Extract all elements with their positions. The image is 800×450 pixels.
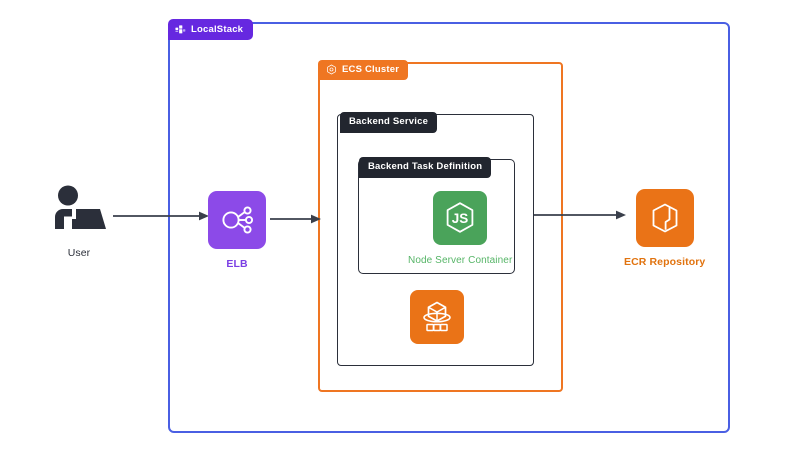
node-nodejs-label: Node Server Container: [408, 255, 513, 266]
node-user-label: User: [67, 247, 91, 259]
ecs-cluster-icon: [326, 64, 337, 75]
node-user: User: [48, 185, 110, 259]
nodejs-tile: JS: [433, 191, 488, 245]
localstack-label-text: LocalStack: [191, 23, 244, 35]
ecs-service-icon: [417, 297, 457, 337]
localstack-logo-icon: [175, 24, 186, 35]
elb-tile: [208, 191, 266, 249]
node-ecr-repository: ECR Repository: [624, 189, 705, 268]
localstack-boundary: [168, 22, 730, 433]
svg-text:JS: JS: [452, 211, 469, 226]
node-ecr-label: ECR Repository: [624, 256, 706, 268]
node-ecs-service: [410, 290, 464, 344]
backend-service-boundary-label: Backend Service: [340, 112, 438, 133]
nodejs-icon: JS: [442, 200, 478, 236]
task-definition-label-text: Backend Task Definition: [368, 161, 483, 172]
localstack-boundary-label: LocalStack: [168, 19, 254, 40]
ecs-cluster-boundary: [318, 62, 563, 392]
ecs-service-tile: [410, 290, 464, 344]
backend-service-label-text: Backend Service: [349, 116, 429, 127]
arrow-service-to-ecr: [534, 209, 626, 221]
task-definition-boundary-label: Backend Task Definition: [359, 157, 492, 178]
ecr-repository-icon: [647, 200, 683, 236]
node-nodejs-container: JS Node Server Container: [408, 191, 512, 266]
elastic-load-balancer-icon: [219, 202, 255, 238]
ecs-cluster-label-text: ECS Cluster: [342, 63, 400, 75]
node-elb-label: ELB: [226, 258, 248, 270]
arrow-elb-to-ecs-cluster: [270, 213, 321, 225]
ecs-cluster-boundary-label: ECS Cluster: [318, 60, 409, 80]
ecr-tile: [635, 189, 694, 247]
node-elb: ELB: [208, 191, 266, 270]
arrow-user-to-elb: [113, 210, 209, 222]
user-laptop-icon: [48, 185, 110, 237]
